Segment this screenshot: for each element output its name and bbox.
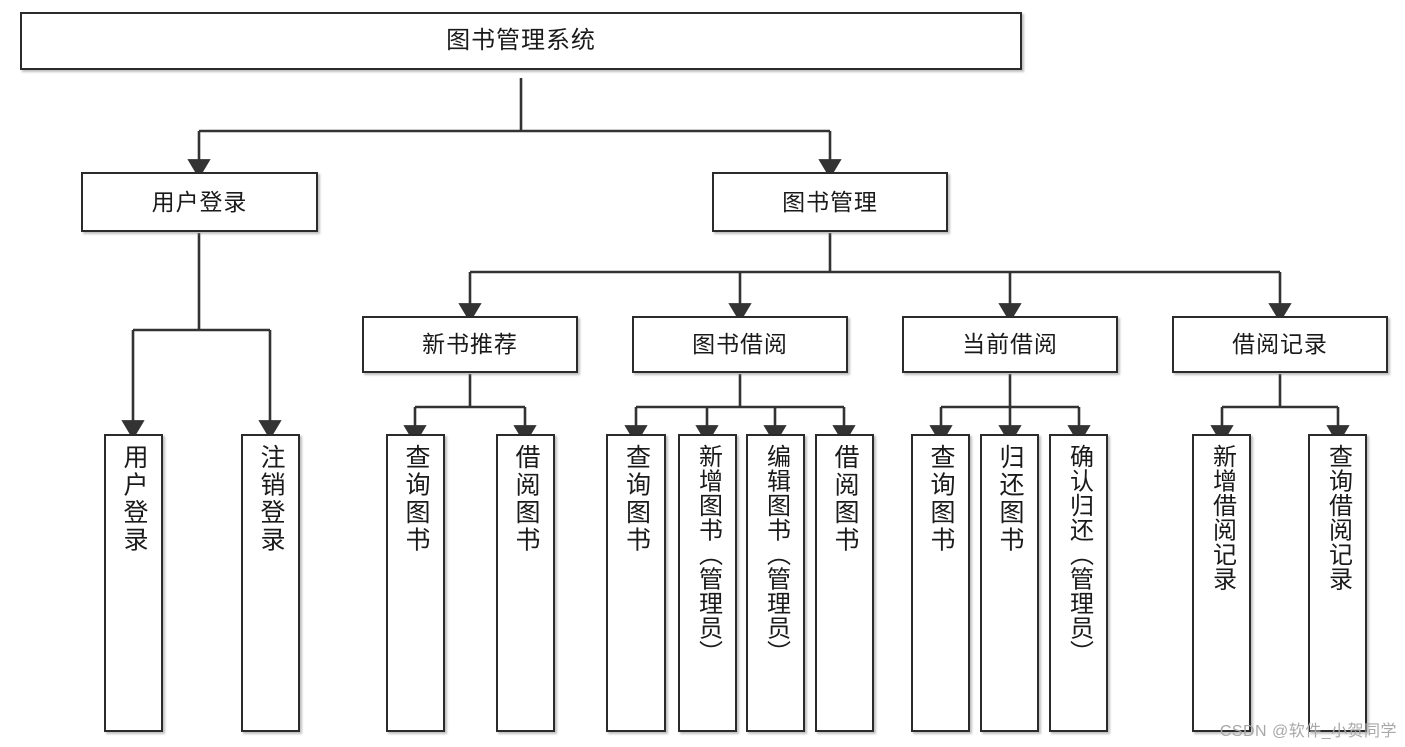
- leaf-node-edit-book-admin[interactable]: 编辑图书（管理员）: [746, 434, 805, 732]
- node-label: 新增借阅记录: [1208, 444, 1236, 591]
- node-label: 查询图书: [927, 444, 955, 554]
- leaf-node-borrow-book-borrowing[interactable]: 借阅图书: [815, 434, 874, 732]
- node-new-book-recommendation[interactable]: 新书推荐: [362, 316, 578, 373]
- leaf-node-confirm-return-admin[interactable]: 确认归还（管理员）: [1049, 434, 1108, 732]
- leaf-node-query-book-borrowing[interactable]: 查询图书: [606, 434, 666, 732]
- node-label: 图书管理系统: [446, 27, 596, 55]
- node-current-borrowing[interactable]: 当前借阅: [902, 316, 1118, 373]
- node-label: 编辑图书（管理员）: [762, 444, 790, 665]
- leaf-node-user-login[interactable]: 用户登录: [104, 434, 163, 732]
- node-label: 用户登录: [120, 444, 148, 554]
- node-book-borrowing[interactable]: 图书借阅: [632, 316, 848, 373]
- node-label: 新增图书（管理员）: [694, 444, 722, 665]
- node-label: 当前借阅: [962, 331, 1058, 358]
- leaf-node-borrow-book-recommendation[interactable]: 借阅图书: [496, 434, 555, 732]
- node-book-management[interactable]: 图书管理: [712, 172, 948, 232]
- node-user-login[interactable]: 用户登录: [81, 172, 318, 232]
- node-label: 归还图书: [996, 444, 1024, 554]
- node-label: 借阅图书: [512, 444, 540, 554]
- node-label: 查询借阅记录: [1324, 444, 1352, 591]
- node-label: 查询图书: [402, 444, 430, 554]
- node-label: 图书管理: [782, 188, 878, 215]
- leaf-node-return-book[interactable]: 归还图书: [980, 434, 1039, 732]
- node-label: 注销登录: [257, 444, 285, 554]
- leaf-node-query-book-current[interactable]: 查询图书: [911, 434, 970, 732]
- node-label: 新书推荐: [422, 331, 518, 358]
- node-label: 借阅图书: [831, 444, 859, 554]
- leaf-node-add-borrow-record[interactable]: 新增借阅记录: [1192, 434, 1251, 732]
- node-label: 确认归还（管理员）: [1065, 444, 1093, 665]
- node-label: 借阅记录: [1232, 331, 1328, 358]
- leaf-node-query-book-recommendation[interactable]: 查询图书: [386, 434, 445, 732]
- node-label: 查询图书: [622, 444, 651, 554]
- leaf-node-query-borrow-record[interactable]: 查询借阅记录: [1308, 434, 1367, 732]
- node-label: 用户登录: [151, 188, 248, 215]
- node-borrowing-record[interactable]: 借阅记录: [1172, 316, 1388, 373]
- leaf-node-logout[interactable]: 注销登录: [241, 434, 300, 732]
- leaf-node-add-book-admin[interactable]: 新增图书（管理员）: [678, 434, 737, 732]
- node-label: 图书借阅: [692, 331, 788, 358]
- node-root-book-management-system[interactable]: 图书管理系统: [20, 12, 1022, 70]
